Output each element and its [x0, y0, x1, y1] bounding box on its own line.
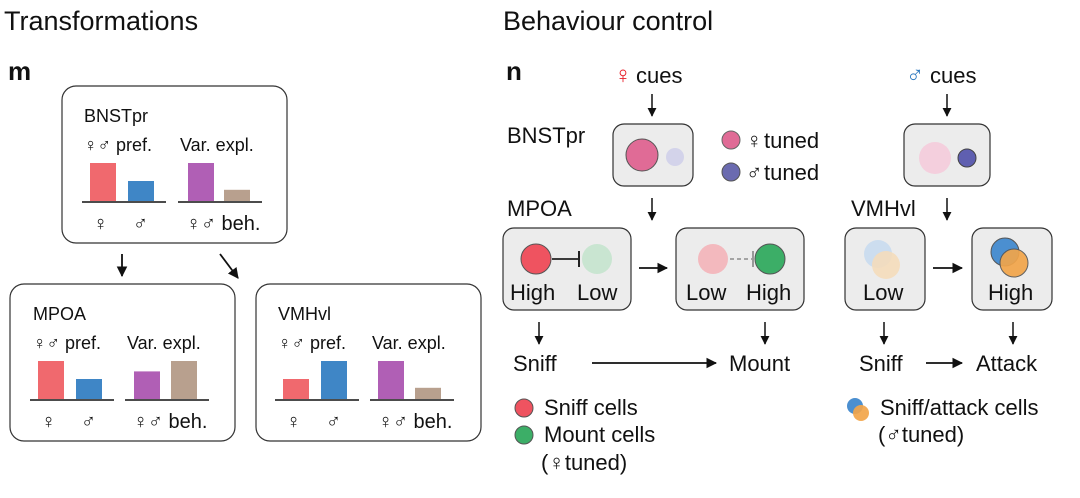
legend-right-tuned-symbol: ♂	[885, 422, 902, 447]
bar-male	[76, 379, 102, 399]
bar-sex	[134, 371, 160, 399]
bar-male	[321, 361, 347, 399]
legend-right-tuned-suffix: tuned)	[902, 422, 964, 447]
bar-male	[128, 181, 154, 201]
left-panel-letter: m	[8, 56, 31, 86]
legend-female-symbol: ♀	[746, 128, 763, 153]
sex-pref-label: ♀♂ pref.	[84, 135, 152, 155]
transform-box-vmhvl: VMHvl ♀♂ pref. Var. expl. ♀ ♂ ♀♂ beh.	[275, 304, 454, 433]
female-tuned-cell-faint	[919, 142, 951, 174]
legend-left-tuned-suffix: tuned)	[565, 450, 627, 475]
bnstpr-label: BNSTpr	[507, 123, 585, 148]
bnstpr-box	[61, 85, 288, 244]
tick-sex-beh: ♀♂ beh.	[378, 411, 452, 433]
var-expl-label: Var. expl.	[372, 333, 446, 353]
sniff-cell	[520, 243, 552, 275]
bar-behaviour	[171, 361, 197, 399]
legend-male-symbol: ♂	[746, 160, 763, 185]
legend-mount-cells: Mount cells	[544, 422, 655, 447]
state1-high-label: High	[510, 280, 555, 305]
vmhvl-box	[255, 283, 482, 442]
right-panel-letter: n	[506, 56, 522, 86]
bar-behaviour	[224, 189, 250, 201]
tick-sex-beh: ♀♂ beh.	[186, 213, 260, 235]
vmh-state1-label: Low	[863, 280, 903, 305]
var-expl-label: Var. expl.	[180, 135, 254, 155]
attack-cell-faint-orange	[872, 251, 900, 279]
state1-low-label: Low	[577, 280, 617, 305]
svg-text:(♂tuned): (♂tuned)	[878, 422, 964, 447]
sex-pref-label: ♀♂ pref.	[278, 333, 346, 353]
legend-sniff-cells: Sniff cells	[544, 395, 638, 420]
bar-female	[38, 361, 64, 399]
svg-text:(♀tuned): (♀tuned)	[541, 450, 627, 475]
male-tuned-cell	[957, 148, 977, 168]
tick-sex-beh: ♀♂ beh.	[133, 411, 207, 433]
female-cues-symbol: ♀	[614, 62, 632, 89]
legend-left-tuned-symbol: ♀	[548, 450, 565, 475]
legend-male-text: tuned	[764, 160, 819, 185]
male-cues-symbol: ♂	[906, 62, 924, 89]
female-cues-label: cues	[636, 63, 682, 88]
legend-male-dot	[721, 162, 741, 182]
left-title: Transformations	[4, 6, 198, 36]
vmh-state2-label: High	[988, 280, 1033, 305]
tick-female: ♀	[41, 411, 56, 433]
legend-attack-dot-orange	[853, 405, 869, 421]
legend-female-text: tuned	[764, 128, 819, 153]
bar-sex	[188, 163, 214, 201]
legend-female-dot	[721, 130, 741, 150]
arrow-bnst-to-vmhvl	[219, 253, 239, 279]
region-label: BNSTpr	[84, 106, 148, 126]
mpoa-box	[9, 283, 236, 442]
bar-sex	[378, 361, 404, 399]
region-label: MPOA	[33, 304, 86, 324]
sex-pref-label: ♀♂ pref.	[33, 333, 101, 353]
vmhvl-label: VMHvl	[851, 196, 916, 221]
mount-cell-faint	[582, 244, 612, 274]
state2-low-label: Low	[686, 280, 726, 305]
behaviour-sniff-right: Sniff	[859, 351, 904, 376]
attack-cell-orange	[999, 248, 1029, 278]
legend-left-tuned-prefix: (	[541, 450, 549, 475]
tick-male: ♂	[81, 411, 96, 433]
transform-box-mpoa: MPOA ♀♂ pref. Var. expl. ♀ ♂ ♀♂ beh.	[30, 304, 209, 433]
male-cues-label: cues	[930, 63, 976, 88]
bar-female	[90, 163, 116, 201]
right-title: Behaviour control	[503, 6, 713, 36]
legend-mount-dot	[514, 425, 534, 445]
behaviour-mount: Mount	[729, 351, 790, 376]
bar-female	[283, 379, 309, 399]
tick-male: ♂	[326, 411, 341, 433]
state2-high-label: High	[746, 280, 791, 305]
mount-cell	[754, 243, 786, 275]
bar-behaviour	[415, 387, 441, 399]
tick-female: ♀	[93, 213, 108, 235]
legend-sniff-dot	[514, 398, 534, 418]
tick-male: ♂	[133, 213, 148, 235]
behaviour-sniff-left: Sniff	[513, 351, 558, 376]
region-label: VMHvl	[278, 304, 331, 324]
legend-sniff-attack-cells: Sniff/attack cells	[880, 395, 1039, 420]
female-tuned-cell	[625, 138, 659, 172]
transform-box-bnstpr: BNSTpr ♀♂ pref. Var. expl. ♀ ♂ ♀♂ beh.	[82, 106, 262, 235]
behaviour-attack: Attack	[976, 351, 1038, 376]
legend-right-tuned-prefix: (	[878, 422, 886, 447]
male-tuned-cell-faint	[666, 148, 684, 166]
mpoa-label: MPOA	[507, 196, 572, 221]
sniff-cell-faint	[698, 244, 728, 274]
tick-female: ♀	[286, 411, 301, 433]
var-expl-label: Var. expl.	[127, 333, 201, 353]
